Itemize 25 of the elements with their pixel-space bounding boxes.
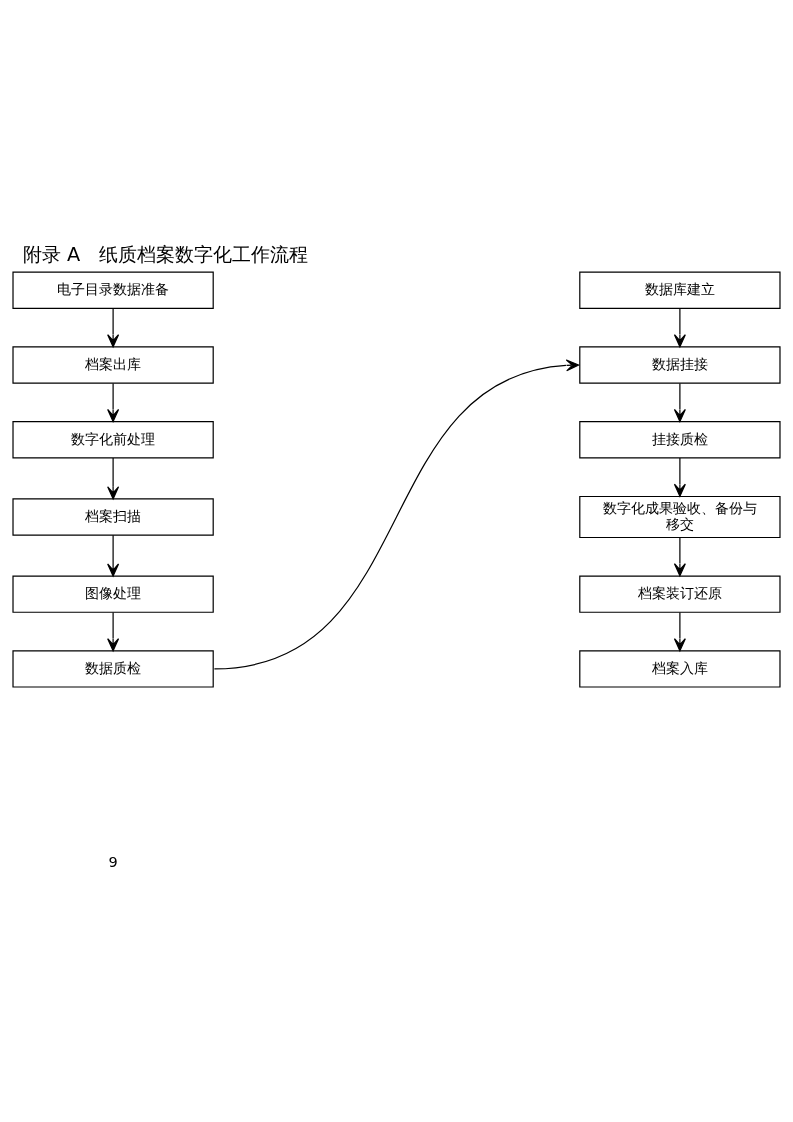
node-box: 图像处理 [12,575,214,613]
arrow [107,308,120,348]
arrow [107,534,120,577]
node-box: 数据挂接 [579,346,781,384]
node-box: 档案入库 [579,650,781,688]
diagram-title: 附录 A 纸质档案数字化工作流程 [22,243,309,267]
arrow [107,611,120,652]
node-box: 数据质检 [12,650,214,688]
arrow [673,382,686,423]
arrow [107,382,120,423]
node-box: 数字化前处理 [12,421,214,459]
node-box: 档案扫描 [12,498,214,536]
node-box: 数字化成果验收、备份与移交 [579,495,781,539]
node-box: 数据库建立 [579,271,781,309]
node-box: 档案装订还原 [579,575,781,613]
arrow [673,308,686,348]
arrow [673,537,686,577]
arrow [673,457,686,497]
node-box: 电子目录数据准备 [12,271,214,309]
node-box: 挂接质检 [579,421,781,459]
label: 9 [108,853,118,870]
arrow [107,457,120,500]
node-box: 档案出库 [12,346,214,384]
arrow [213,359,580,670]
arrow [673,611,686,652]
